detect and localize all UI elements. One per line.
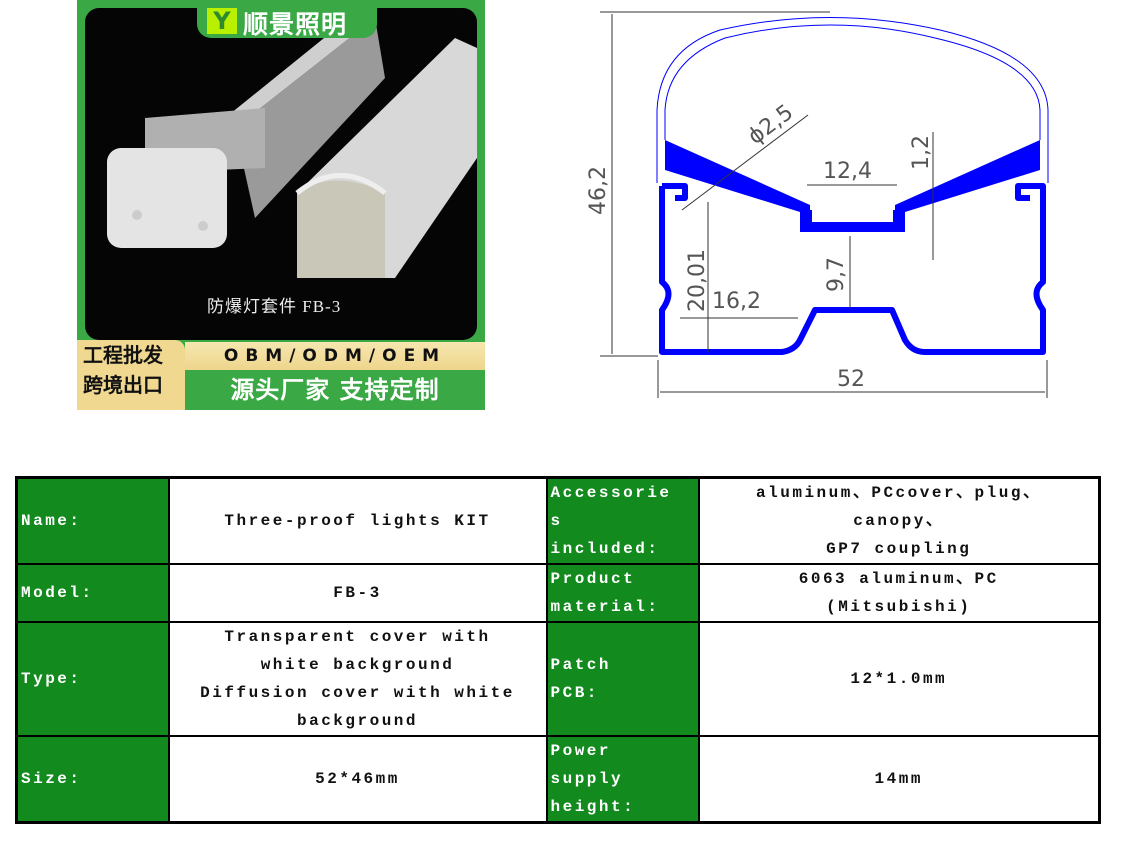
dimension-lines [600, 11, 1048, 398]
light-fixture-illustration [107, 13, 477, 278]
dim-inner-height: 20,01 [685, 249, 710, 312]
oem-banner: OBM/ODM/OEM [185, 342, 485, 370]
photo-background [85, 8, 477, 340]
dim-width-total: 52 [837, 367, 865, 392]
value-accessories: aluminum、PCcover、plug、canopy、GP7 couplin… [697, 476, 1101, 565]
brand-logo-icon: Y [207, 8, 237, 34]
value-name: Three-proof lights KIT [167, 476, 548, 565]
value-power-height: 14mm [697, 735, 1101, 824]
product-caption: 防爆灯套件 FB-3 [207, 297, 342, 316]
label-type: Type: [15, 621, 170, 737]
badge-line-1: 工程批发 [83, 343, 163, 367]
label-model: Model: [15, 563, 170, 623]
brand-name: 顺景照明 [243, 10, 348, 39]
aluminum-profile [659, 183, 1046, 355]
dim-half-width: 16,2 [712, 289, 761, 314]
value-model: FB-3 [167, 563, 548, 623]
value-pcb: 12*1.0mm [697, 621, 1101, 737]
value-material: 6063 aluminum、PC(Mitsubishi) [697, 563, 1101, 623]
dim-channel-width: 12,4 [823, 159, 872, 184]
product-photo: Y 顺景照明 防爆灯套件 FB-3 工程批发 跨境出口 OBM/ODM/OEM … [77, 0, 485, 410]
dim-diameter: ϕ2,5 [744, 100, 799, 150]
dim-thickness: 1,2 [909, 135, 934, 170]
value-size: 52*46mm [167, 735, 548, 824]
badge-line-2: 跨境出口 [83, 373, 163, 397]
profile-drawing: 46,2 ϕ2,5 12,4 1,2 20,01 16,2 9,7 52 [586, 11, 1049, 398]
label-size: Size: [15, 735, 170, 824]
label-name: Name: [15, 476, 170, 565]
dim-height-total: 46,2 [586, 166, 611, 215]
wholesale-badge: 工程批发 跨境出口 [77, 340, 185, 410]
slogan-banner: 源头厂家 支持定制 [185, 371, 485, 410]
dim-gap: 9,7 [824, 257, 849, 292]
cover-outline [656, 17, 1049, 183]
